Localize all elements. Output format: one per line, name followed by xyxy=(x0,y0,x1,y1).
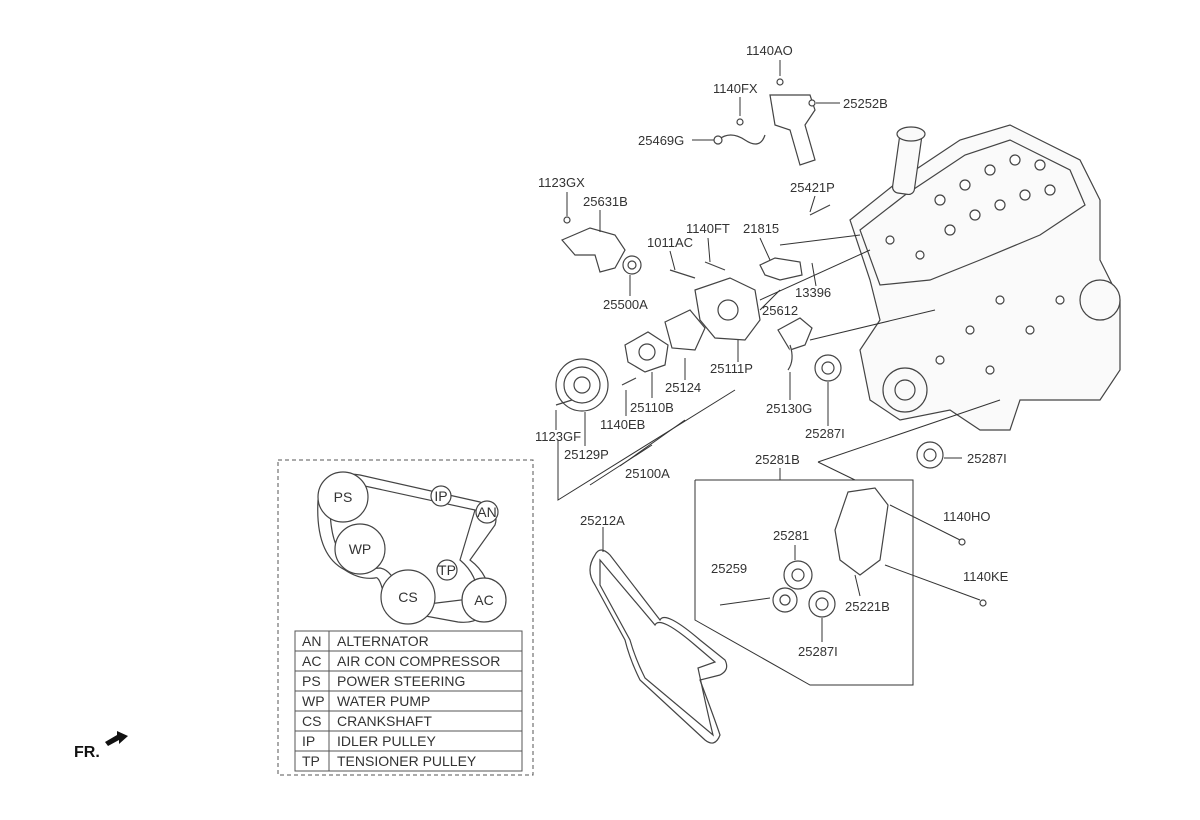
tensioner-box xyxy=(694,479,914,686)
label-25281B: 25281B xyxy=(755,452,800,467)
bracket-25252B xyxy=(736,78,816,166)
idler-pulley-25287I-top xyxy=(814,354,842,382)
label-1123GF: 1123GF xyxy=(535,429,581,444)
label-1140FT: 1140FT xyxy=(686,221,730,236)
pulley-an xyxy=(475,500,499,524)
legend-code: WP xyxy=(302,693,325,709)
pulley-cs xyxy=(380,569,436,625)
label-25100A: 25100A xyxy=(625,466,670,481)
label-25287I-right: 25287I xyxy=(967,451,1007,466)
legend-name: ALTERNATOR xyxy=(337,633,429,649)
bolts-1123GF-1140EB xyxy=(555,377,637,406)
label-25631B: 25631B xyxy=(583,194,628,209)
label-13396: 13396 xyxy=(795,285,831,300)
label-25252B: 25252B xyxy=(843,96,888,111)
pulley-tp xyxy=(436,559,458,581)
label-1123GX: 1123GX xyxy=(538,175,585,190)
thermostat-housing-25631B xyxy=(561,216,626,273)
belt-routing-legend: PS IP AN WP TP CS AC AN ALTERNATOR AC AI… xyxy=(277,459,534,776)
water-pump-25110B xyxy=(624,331,669,373)
bracket-25612 xyxy=(777,317,813,351)
label-25130G: 25130G xyxy=(766,401,812,416)
pulley-ac-label: AC xyxy=(474,592,493,608)
label-1140HO: 1140HO xyxy=(943,509,990,524)
label-25124: 25124 xyxy=(665,380,701,395)
pulley-tp-label: TP xyxy=(438,562,456,578)
label-1140EB: 1140EB xyxy=(600,417,645,432)
label-1140AO: 1140AO xyxy=(746,43,793,58)
legend-code: TP xyxy=(302,753,320,769)
label-25111P: 25111P xyxy=(710,361,753,376)
legend-table: AN ALTERNATOR AC AIR CON COMPRESSOR PS P… xyxy=(294,630,523,772)
hose-25130G xyxy=(787,344,793,371)
bolts-1011AC-1140FT xyxy=(669,261,726,279)
front-label: FR. xyxy=(74,744,100,761)
label-25129P: 25129P xyxy=(564,447,609,462)
idler-pulley-25287I-right xyxy=(916,441,944,469)
pulley-ip xyxy=(430,485,452,507)
front-arrow-icon xyxy=(105,731,128,746)
pulley-wp-label: WP xyxy=(349,541,372,557)
pulley-ip-label: IP xyxy=(434,488,447,504)
label-25469G: 25469G xyxy=(638,133,684,148)
label-1140FX: 1140FX xyxy=(713,81,758,96)
legend-code: IP xyxy=(302,733,315,749)
tensioner-25281 xyxy=(772,487,889,618)
pulley-ps xyxy=(317,471,369,523)
hose-25421P xyxy=(809,204,831,216)
legend-name: POWER STEERING xyxy=(337,673,465,689)
label-25612: 25612 xyxy=(762,303,798,318)
legend-code: AC xyxy=(302,653,321,669)
legend-name: TENSIONER PULLEY xyxy=(337,753,477,769)
leader-lines xyxy=(555,60,1001,501)
label-25221B: 25221B xyxy=(845,599,890,614)
label-25212A: 25212A xyxy=(580,513,625,528)
label-25287I-top: 25287I xyxy=(805,426,845,441)
label-25287I-bottom: 25287I xyxy=(798,644,838,659)
legend-code: CS xyxy=(302,713,321,729)
pulley-25129P xyxy=(555,358,609,412)
label-1140KE: 1140KE xyxy=(963,569,1009,584)
hose-25469G xyxy=(713,134,766,145)
pulley-an-label: AN xyxy=(477,504,496,520)
label-25421P: 25421P xyxy=(790,180,835,195)
label-21815: 21815 xyxy=(743,221,779,236)
legend-frame xyxy=(277,459,534,776)
front-direction-indicator: FR. xyxy=(74,731,128,761)
legend-name: WATER PUMP xyxy=(337,693,430,709)
legend-code: PS xyxy=(302,673,321,689)
water-pump-housing-25100A xyxy=(694,277,761,341)
label-25500A: 25500A xyxy=(603,297,648,312)
thermostat-25500A xyxy=(622,255,642,275)
gasket-25124 xyxy=(664,309,706,351)
legend-name: AIR CON COMPRESSOR xyxy=(337,653,500,669)
label-25110B: 25110B xyxy=(630,400,674,415)
pulley-ps-label: PS xyxy=(334,489,353,505)
label-25281: 25281 xyxy=(773,528,809,543)
engine-block xyxy=(849,124,1121,431)
label-1011AC: 1011AC xyxy=(647,235,693,250)
legend-name: CRANKSHAFT xyxy=(337,713,432,729)
pulley-wp xyxy=(334,523,386,575)
pulley-cs-label: CS xyxy=(398,589,417,605)
drive-belt-25212A xyxy=(589,527,728,744)
pipe-21815 xyxy=(759,257,803,281)
legend-name: IDLER PULLEY xyxy=(337,733,436,749)
tensioner-leaders xyxy=(719,468,987,642)
label-25259: 25259 xyxy=(711,561,747,576)
part-labels: 1140AO 1140FX 25252B 25469G 1123GX 25631… xyxy=(535,43,1009,659)
pulley-ac xyxy=(461,577,507,623)
legend-code: AN xyxy=(302,633,321,649)
